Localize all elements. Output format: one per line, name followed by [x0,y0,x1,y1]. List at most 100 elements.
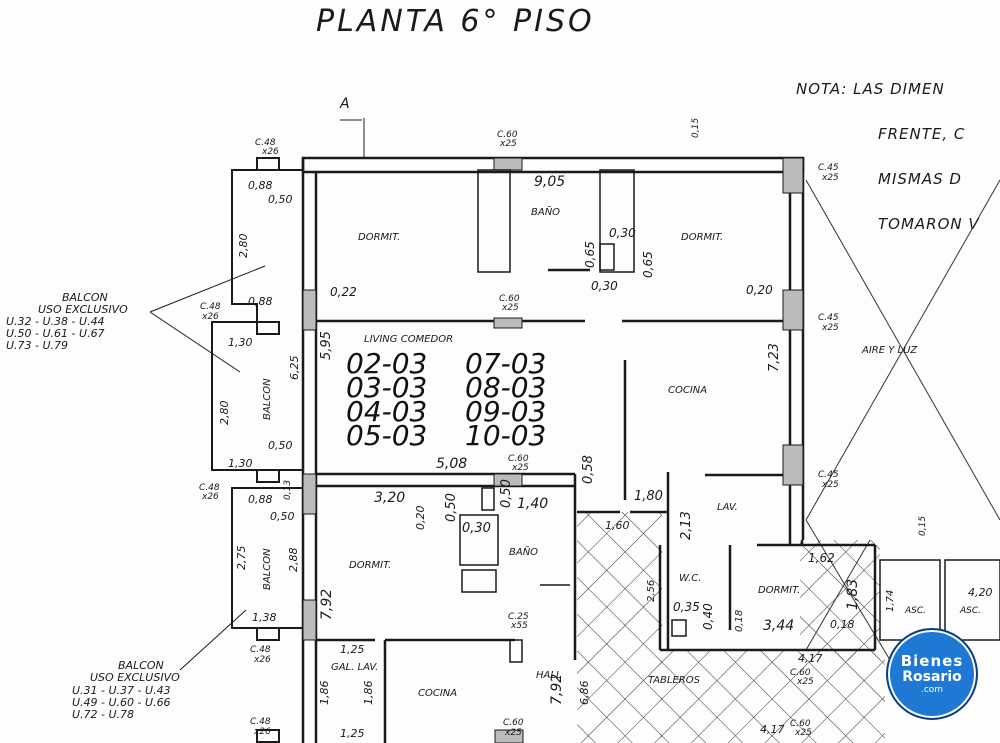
dimension: 3,20 [374,490,405,506]
dimension: 0,15 [918,516,928,536]
unit-codes-col1: 02-03 03-03 04-03 05-03 [346,347,428,452]
unit-code: 04-03 [346,395,428,428]
room-label: BALCON [262,378,273,420]
dimension: 0,50 [270,510,295,523]
column-label: C.60 [497,130,518,140]
dimension: 0,30 [462,521,491,536]
column-label: x25 [499,139,517,149]
column-label: x26 [253,655,271,665]
column-label: C.60 [790,668,811,678]
dimension: 0,65 [641,251,655,278]
dimension: 1,30 [228,457,253,470]
dimension: 1,86 [318,681,331,706]
dimension: 4,20 [968,586,993,599]
bienes-rosario-logo[interactable]: Bienes Rosario .com [886,628,978,720]
column-label: x55 [510,621,528,631]
dimension: 0,65 [583,241,597,268]
room-label: W.C. [679,573,701,584]
dimension: 3,44 [763,618,794,634]
column-markers [302,157,804,743]
column-label: C.48 [200,302,221,312]
unit-code: 09-03 [465,395,547,428]
room-label: DORMIT. [758,585,800,596]
dimension: 0,30 [591,279,618,293]
unit-code: 07-03 [465,347,547,380]
room-label: LIVING COMEDOR [364,334,453,345]
unit-code: 05-03 [346,419,428,452]
column-label: C.60 [790,719,811,729]
dimension: 0,13 [283,480,293,500]
dimension: 2,13 [679,511,694,540]
room-label: LAV. [717,502,738,513]
unit-code: 03-03 [346,371,428,404]
dimension: 2,88 [287,548,300,573]
dimension: 2,75 [235,546,248,571]
column-label: C.48 [250,645,271,655]
dimension: 2,56 [646,580,657,602]
bathroom-fixtures [459,169,687,663]
dimension: 7,92 [549,674,565,705]
room-label: AIRE Y LUZ [861,345,918,356]
dimension: 0,18 [734,610,745,632]
logo-line3: .com [920,685,944,695]
balconies [211,157,303,743]
dimension: 0,50 [444,493,459,522]
column-label: x25 [501,303,519,313]
dimension: 6,86 [578,681,591,706]
dimension: 0,15 [691,118,701,138]
column-label: C.60 [508,454,529,464]
room-label: ASC. [904,606,926,616]
dimension: 0,88 [248,295,273,308]
unit-code: 02-03 [346,347,428,380]
dimension: 2,80 [237,234,250,259]
unit-codes-col2: 07-03 08-03 09-03 10-03 [465,347,547,450]
dimension: 0,50 [268,193,293,206]
column-label: C.48 [250,717,271,727]
room-label: GAL. LAV. [331,662,378,673]
balcon-note: USO EXCLUSIVO [38,303,128,316]
dimension: 0,88 [248,493,273,506]
room-label: BAÑO [531,205,560,218]
dimension: 5,08 [436,456,467,472]
column-label: x25 [794,728,812,738]
logo-line1: Bienes [900,652,964,670]
column-label: x25 [821,480,839,490]
dimension: 0,20 [414,506,427,531]
column-label: x25 [821,173,839,183]
room-label: COCINA [668,385,707,396]
dimension: 1,38 [252,611,277,624]
column-label: C.45 [818,313,839,323]
dimension: 5,95 [319,331,334,360]
room-label: DORMIT. [358,232,400,243]
leader-lines [149,118,365,671]
nota-line: NOTA: LAS DIMEN [796,80,945,98]
column-label: C.60 [503,718,524,728]
column-label: x25 [504,728,522,738]
column-label: x26 [201,492,219,502]
room-label: TABLEROS [648,675,701,686]
dimension: 0,18 [830,618,855,631]
dimension: 1,25 [340,643,365,656]
room-label: COCINA [418,688,457,699]
dimension: 1,62 [808,551,835,565]
column-label: x26 [201,312,219,322]
column-label: C.60 [499,294,520,304]
section-marker: A [339,96,350,112]
dimension: 0,20 [746,283,773,297]
dimension: 0,88 [248,179,273,192]
room-label: BAÑO [509,545,538,558]
column-label: x26 [253,727,271,737]
balcon-note: U.32 - U.38 - U.44 [6,315,105,328]
column-label: x25 [821,323,839,333]
dimension: 1,60 [605,519,630,532]
balcon-note: USO EXCLUSIVO [90,671,180,684]
balcon-note: U.50 - U.61 - U.67 [6,327,105,340]
nota-line: MISMAS D [878,170,962,188]
dimension: 4,17 [760,723,785,736]
logo-line2: Rosario [902,669,962,685]
column-label: C.25 [508,612,529,622]
column-label: x25 [796,677,814,687]
column-label: C.45 [818,470,839,480]
column-label: x25 [511,463,529,473]
